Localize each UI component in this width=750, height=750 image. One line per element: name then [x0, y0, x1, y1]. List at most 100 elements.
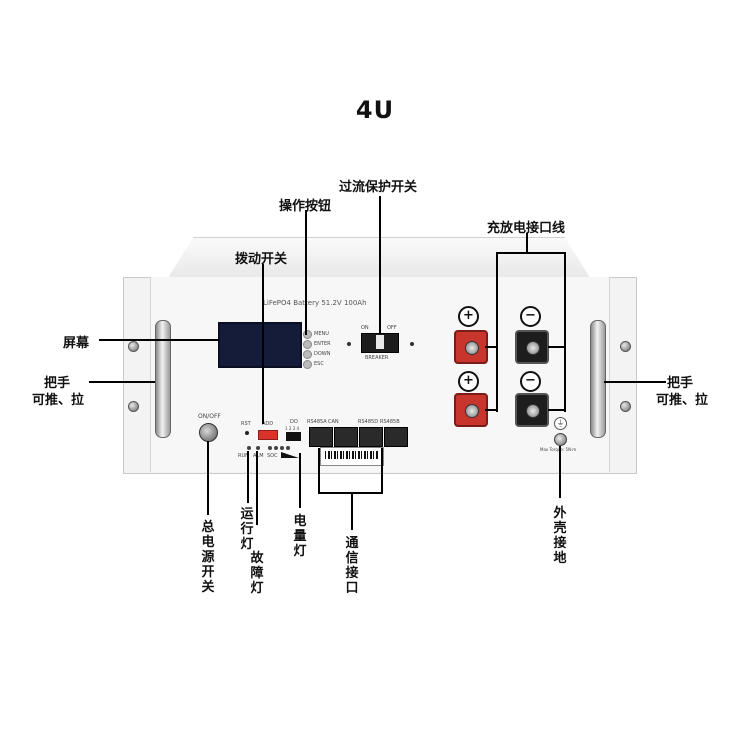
charge-leader — [526, 233, 528, 253]
enter-button[interactable] — [303, 340, 312, 349]
model-label: LiFePO4 Battery 51.2V 100Ah — [263, 299, 367, 307]
terminal-core-icon — [465, 341, 479, 355]
ground-symbol-icon: ⏚ — [554, 417, 567, 430]
breaker-on-label: ON — [361, 325, 369, 331]
can-label: CAN — [328, 419, 339, 425]
do-numbers: 1 2 3 4 — [285, 426, 299, 431]
power-light-leader — [299, 453, 301, 508]
breaker-screw — [347, 342, 351, 346]
screw-icon — [620, 401, 631, 412]
comm-leader — [318, 492, 383, 494]
negative-terminal[interactable] — [515, 330, 549, 364]
charge-port-label: 充放电接口线 — [487, 221, 566, 236]
handle-right-label-1: 把手 — [667, 376, 694, 391]
negative-sign-icon: − — [520, 306, 541, 327]
soc-led — [286, 446, 290, 450]
dip-switch-leader — [262, 264, 264, 424]
soc-led — [268, 446, 272, 450]
power-button[interactable] — [199, 423, 218, 442]
enter-label: ENTER — [314, 341, 331, 347]
run-light-leader — [247, 451, 249, 503]
power-light-label: 电量灯 — [293, 514, 307, 559]
rs485a-port[interactable] — [309, 427, 333, 447]
screen-label: 屏幕 — [63, 336, 90, 351]
negative-terminal[interactable] — [515, 393, 549, 427]
buttons-leader — [305, 210, 307, 335]
fault-light-label: 故障灯 — [250, 551, 264, 596]
comm-leader — [381, 448, 383, 494]
rs485b-port[interactable] — [384, 427, 408, 447]
negative-sign-icon: − — [520, 371, 541, 392]
charge-leader — [497, 252, 565, 254]
on-off-label: ON/OFF — [198, 413, 221, 420]
comm-port-label: 通信接口 — [345, 536, 359, 596]
left-handle[interactable] — [155, 320, 171, 438]
terminal-core-icon — [526, 341, 540, 355]
add-label: ADD — [262, 421, 274, 427]
rs485d-label: RS485D — [358, 419, 379, 425]
comm-leader — [351, 493, 353, 530]
breaker-label: BREAKER — [365, 355, 389, 361]
handle-right-leader — [604, 381, 666, 383]
run-led — [247, 446, 251, 450]
screw-icon — [128, 401, 139, 412]
barcode-icon — [325, 451, 379, 459]
charge-leader — [485, 346, 497, 348]
do-connector[interactable] — [286, 432, 301, 441]
run-light-label: 运行灯 — [240, 507, 254, 552]
down-button[interactable] — [303, 350, 312, 359]
breaker-toggle[interactable] — [376, 335, 384, 349]
soc-led — [274, 446, 278, 450]
overcurrent-label: 过流保护开关 — [339, 180, 418, 195]
handle-left-label-2: 可推、拉 — [32, 393, 85, 408]
dip-switch-label: 拨动开关 — [235, 252, 288, 267]
positive-sign-icon: + — [458, 371, 479, 392]
barcode-sticker — [320, 447, 384, 466]
reset-button[interactable] — [245, 431, 249, 435]
can-port[interactable] — [334, 427, 358, 447]
run-label: RUN — [238, 453, 249, 459]
charge-leader — [548, 409, 565, 411]
handle-left-label-1: 把手 — [44, 376, 71, 391]
alm-label: ALM — [253, 453, 264, 459]
rs485b-label: RS485B — [380, 419, 400, 425]
main-switch-leader — [207, 441, 209, 515]
rs485d-port[interactable] — [359, 427, 383, 447]
terminal-core-icon — [465, 404, 479, 418]
ground-torque-label: Max Torque: 5N·m — [540, 447, 577, 452]
right-handle[interactable] — [590, 320, 606, 438]
positive-terminal[interactable] — [454, 393, 488, 427]
handle-right-label-2: 可推、拉 — [656, 393, 709, 408]
alarm-led — [256, 446, 260, 450]
main-switch-label: 总电源开关 — [201, 520, 215, 595]
comm-leader — [318, 448, 320, 494]
lcd-screen — [218, 322, 302, 368]
charge-leader — [496, 252, 498, 412]
breaker-off-label: OFF — [387, 325, 397, 331]
dip-switch[interactable] — [258, 430, 278, 440]
esc-button[interactable] — [303, 360, 312, 369]
breaker-screw — [410, 342, 414, 346]
down-label: DOWN — [314, 351, 331, 357]
screw-icon — [620, 341, 631, 352]
charge-leader — [548, 346, 565, 348]
rs485a-label: RS485A — [307, 419, 327, 425]
charge-leader — [564, 252, 566, 412]
positive-sign-icon: + — [458, 306, 479, 327]
positive-terminal[interactable] — [454, 330, 488, 364]
buttons-label: 操作按钮 — [279, 199, 332, 214]
esc-label: ESC — [314, 361, 324, 367]
screen-leader — [99, 339, 219, 341]
ground-stud[interactable] — [554, 433, 567, 446]
do-label: DO — [290, 419, 298, 425]
menu-button[interactable] — [303, 330, 312, 339]
shell-ground-label: 外壳接地 — [553, 506, 567, 566]
screw-icon — [128, 341, 139, 352]
charge-leader — [485, 409, 497, 411]
overcurrent-leader — [379, 196, 381, 334]
soc-label: SOC — [267, 453, 278, 459]
ground-leader — [559, 446, 561, 498]
fault-light-leader — [256, 451, 258, 525]
handle-left-leader — [89, 381, 155, 383]
rst-label: RST — [241, 421, 251, 427]
